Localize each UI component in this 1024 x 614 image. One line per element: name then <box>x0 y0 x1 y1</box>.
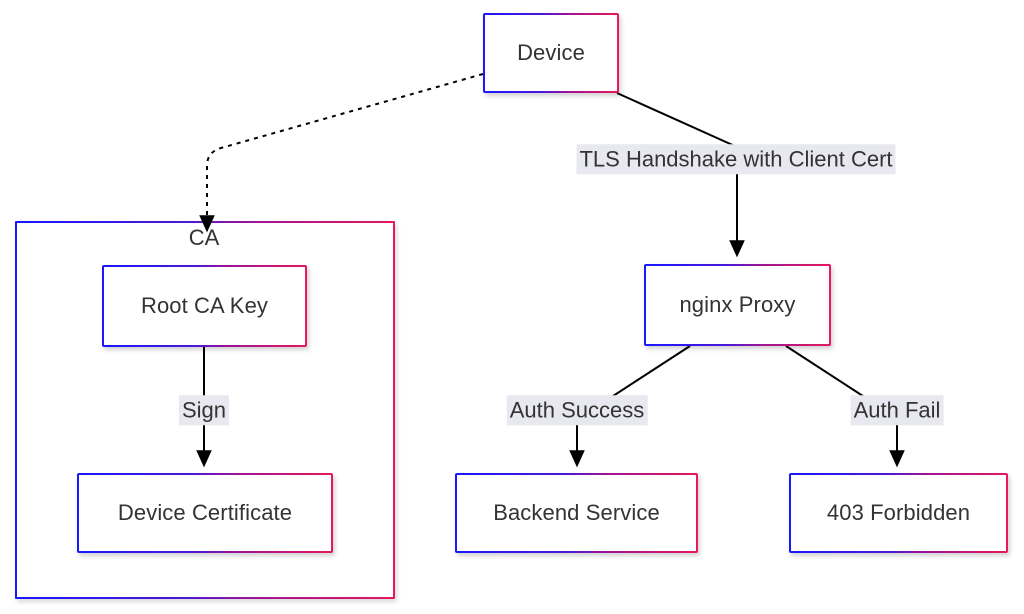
cluster-ca-title: CA <box>188 225 220 250</box>
node-backend-service-label: Backend Service <box>493 500 660 525</box>
node-nginx-proxy[interactable]: nginx Proxy <box>644 264 831 346</box>
node-root-ca-key[interactable]: Root CA Key <box>102 265 307 347</box>
node-device[interactable]: Device <box>483 13 619 93</box>
node-403-forbidden-label: 403 Forbidden <box>826 500 971 525</box>
node-device-certificate[interactable]: Device Certificate <box>77 473 333 553</box>
node-device-label: Device <box>517 40 585 65</box>
edge-label-auth-fail: Auth Fail <box>850 395 944 425</box>
edge-device-to-ca <box>199 73 484 233</box>
edge-label-auth-success: Auth Success <box>506 395 648 425</box>
node-backend-service[interactable]: Backend Service <box>455 473 698 553</box>
edge-label-tls-handshake: TLS Handshake with Client Cert <box>576 144 896 174</box>
node-device-certificate-label: Device Certificate <box>117 500 293 525</box>
node-403-forbidden[interactable]: 403 Forbidden <box>789 473 1008 553</box>
edge-device-to-nginx <box>616 92 745 258</box>
edge-label-sign: Sign <box>178 395 230 425</box>
node-root-ca-key-label: Root CA Key <box>140 293 269 318</box>
node-nginx-proxy-label: nginx Proxy <box>679 292 796 317</box>
